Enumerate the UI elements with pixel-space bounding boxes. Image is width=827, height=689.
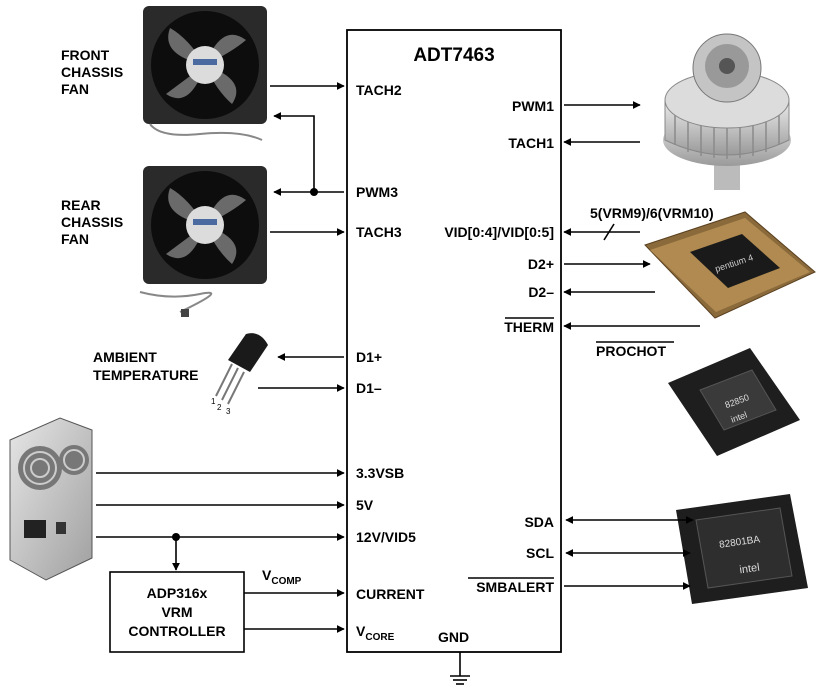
pin-pwm3: PWM3	[356, 184, 398, 200]
cpu-heatsink-image	[663, 33, 791, 190]
svg-text:CHASSIS: CHASSIS	[61, 64, 123, 80]
pin-d2-plus: D2+	[528, 256, 554, 272]
temperature-transistor-image: 1 2 3	[211, 333, 268, 416]
pin-pwm1: PWM1	[512, 98, 554, 114]
rear-chassis-fan-image	[139, 166, 267, 317]
pin-5v: 5V	[356, 497, 374, 513]
svg-text:REAR: REAR	[61, 197, 101, 213]
pin-smbalert: SMBALERT	[476, 579, 554, 595]
adt7463-chip: ADT7463 TACH2 PWM3 TACH3 D1+ D1– 3.3VSB …	[346, 29, 562, 653]
pin-12v-vid5: 12V/VID5	[356, 529, 416, 545]
svg-text:TEMPERATURE: TEMPERATURE	[93, 367, 199, 383]
pin-tach1: TACH1	[508, 135, 554, 151]
svg-text:VRM: VRM	[161, 604, 192, 620]
pin-sda: SDA	[524, 514, 554, 530]
vrm-controller-label: ADP316x VRM CONTROLLER	[128, 585, 225, 639]
pin-tach2: TACH2	[356, 82, 402, 98]
pwm3-junction	[310, 188, 318, 196]
svg-text:1: 1	[211, 397, 216, 406]
rear-fan-label: REAR CHASSIS FAN	[61, 197, 123, 247]
chipset-image-1: 82850 intel	[668, 348, 800, 456]
svg-text:2: 2	[217, 403, 222, 412]
chip-body	[346, 29, 562, 653]
pwm3-arrow-front	[273, 112, 315, 192]
pin-therm: THERM	[504, 319, 554, 335]
pin-vid: VID[0:4]/VID[0:5]	[444, 224, 554, 240]
svg-text:intel: intel	[739, 562, 761, 577]
svg-text:FRONT: FRONT	[61, 47, 110, 63]
power-supply-image	[9, 417, 93, 581]
chip-title: ADT7463	[413, 45, 494, 66]
vrm-controller-box	[109, 571, 245, 653]
pin-current: CURRENT	[356, 586, 425, 602]
ambient-temperature-label: AMBIENT TEMPERATURE	[93, 349, 199, 383]
svg-text:CONTROLLER: CONTROLLER	[128, 623, 225, 639]
front-chassis-fan-image	[143, 6, 267, 141]
pin-d2-minus: D2–	[528, 284, 554, 300]
vid-bus-slash	[603, 223, 615, 241]
ground-symbol	[450, 652, 470, 685]
svg-text:FAN: FAN	[61, 81, 89, 97]
pin-vcore: VCORE	[356, 623, 395, 643]
svg-text:ADP316x: ADP316x	[147, 585, 208, 601]
svg-text:CHASSIS: CHASSIS	[61, 214, 123, 230]
svg-text:3: 3	[226, 407, 231, 416]
pentium4-cpu-image: pentium 4	[644, 211, 816, 319]
vid-bus-label: 5(VRM9)/6(VRM10)	[590, 205, 714, 221]
svg-text:AMBIENT: AMBIENT	[93, 349, 157, 365]
pin-gnd: GND	[438, 629, 469, 645]
vcomp-label: VCOMP	[262, 567, 302, 587]
svg-text:FAN: FAN	[61, 231, 89, 247]
pin-3v3sb: 3.3VSB	[356, 465, 404, 481]
pin-scl: SCL	[526, 545, 554, 561]
prochot-label: PROCHOT	[596, 343, 666, 359]
pin-d1-minus: D1–	[356, 380, 382, 396]
pin-d1-plus: D1+	[356, 349, 382, 365]
chipset-image-2: 82801BA intel	[676, 494, 808, 604]
front-fan-label: FRONT CHASSIS FAN	[61, 47, 123, 97]
pin-tach3: TACH3	[356, 224, 402, 240]
